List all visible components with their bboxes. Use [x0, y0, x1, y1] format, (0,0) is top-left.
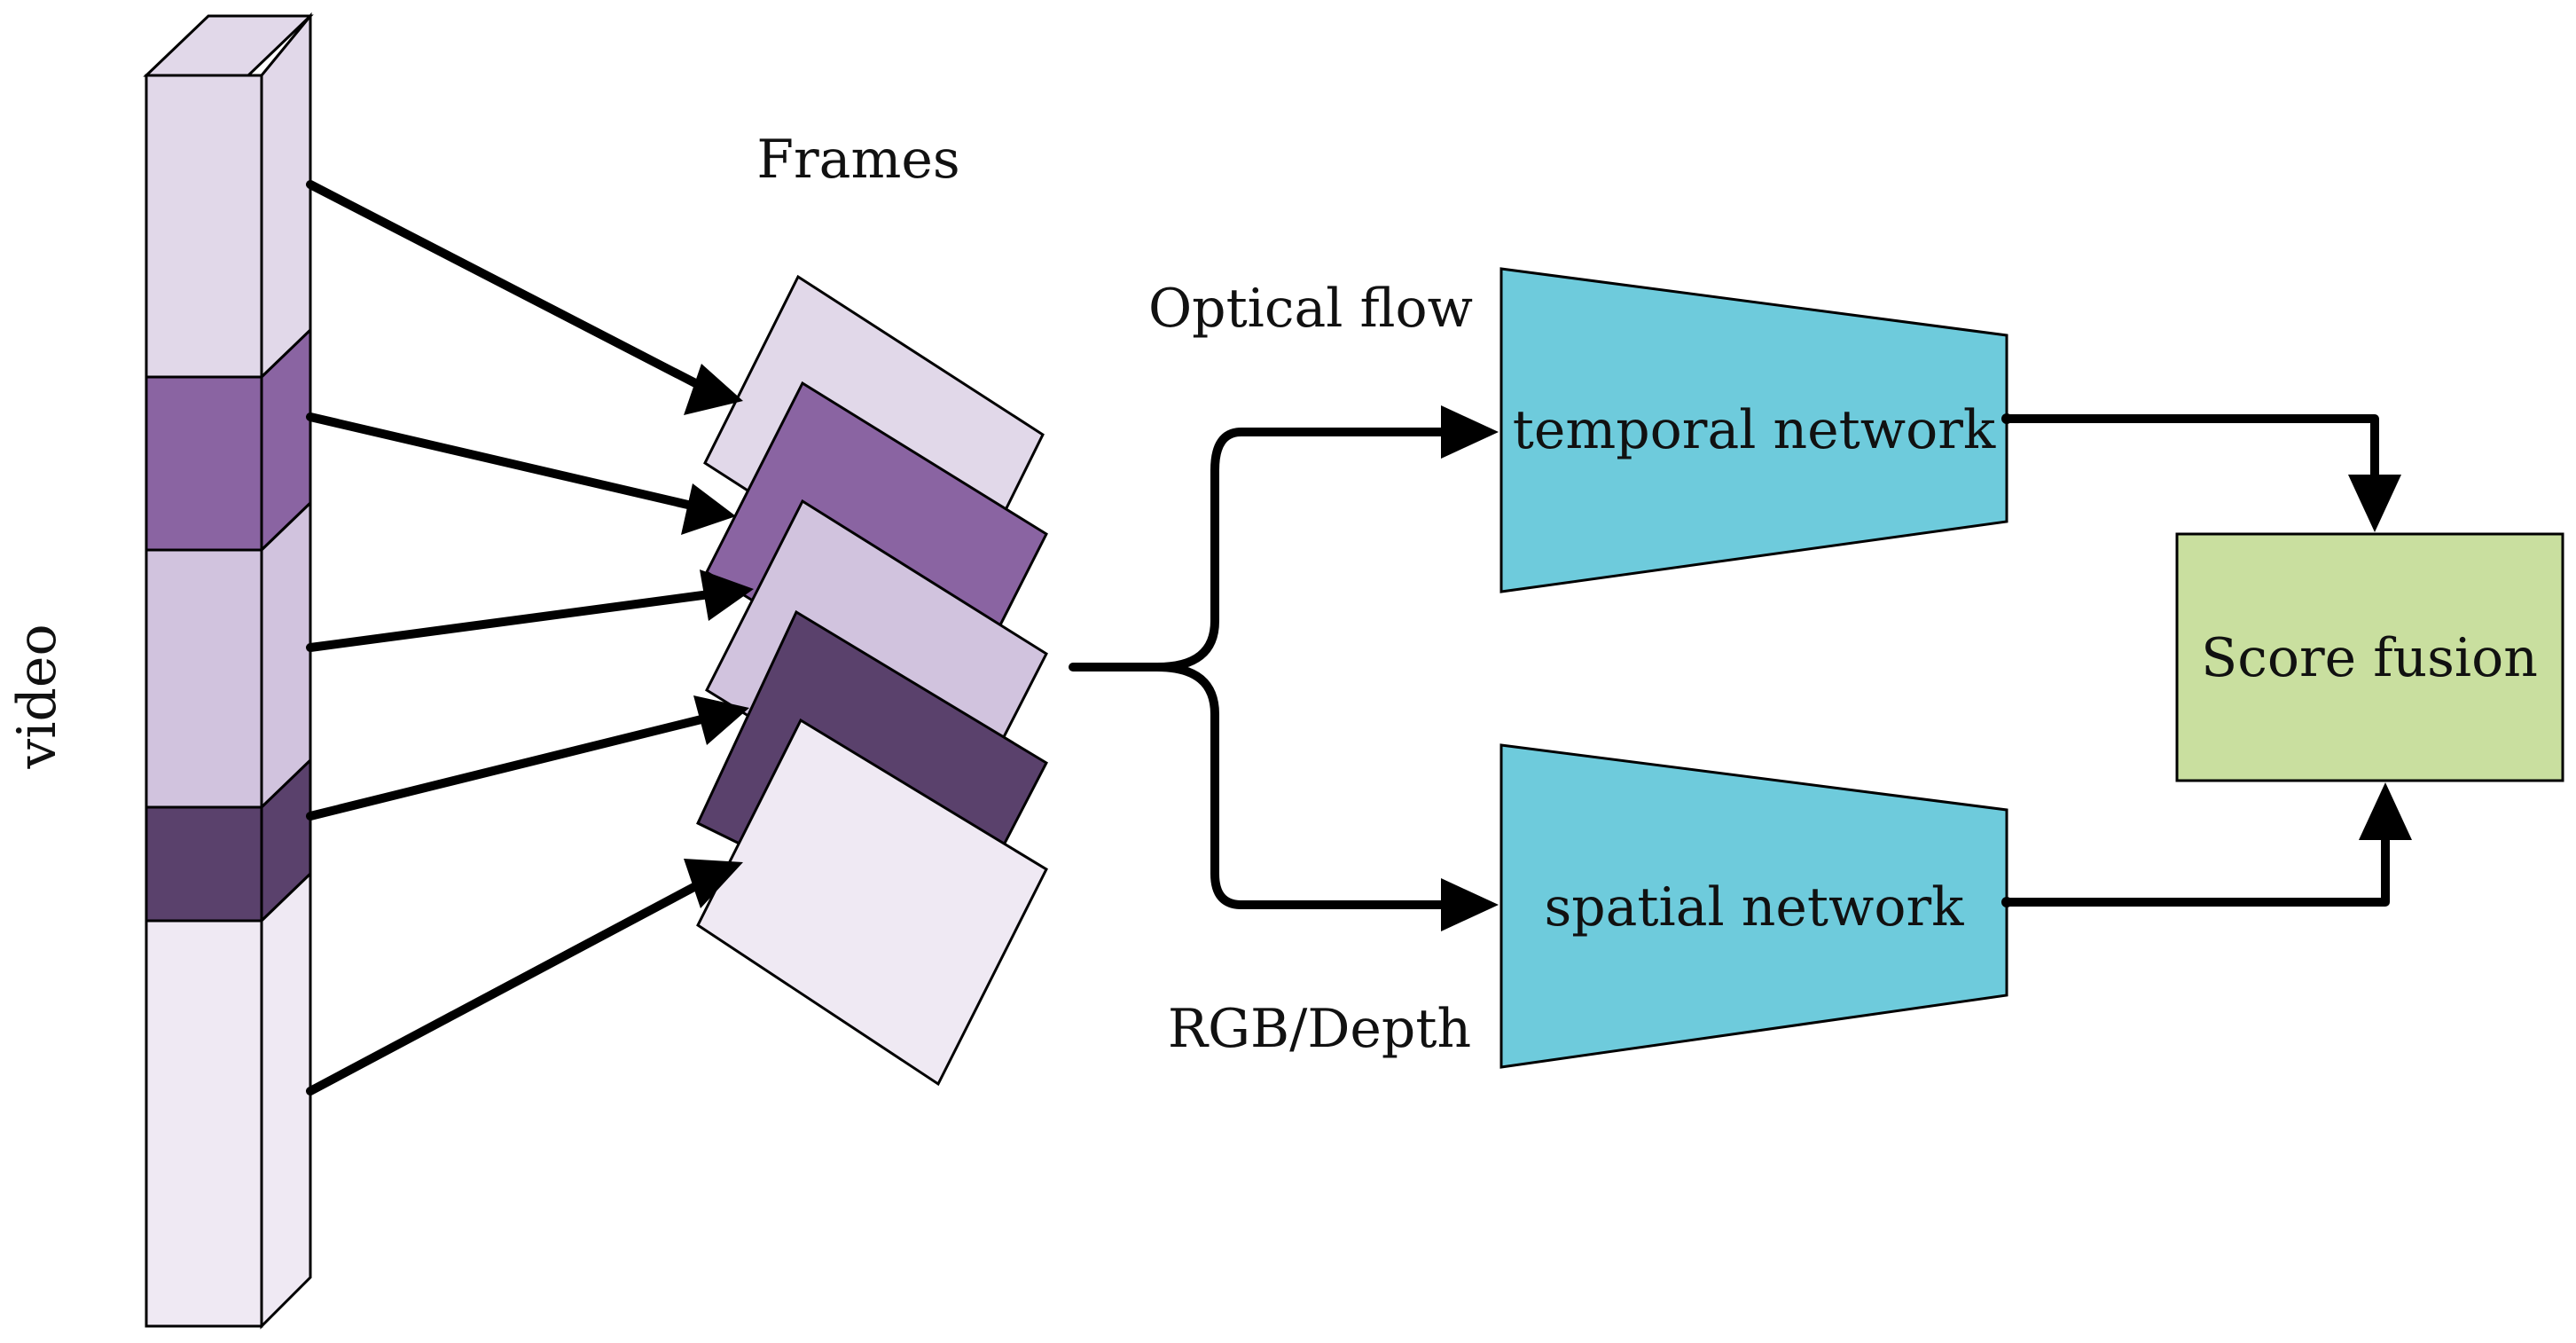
arrow-frame-1 — [306, 180, 705, 390]
video-segment-1 — [145, 74, 263, 379]
score-fusion-box — [2175, 532, 2564, 782]
video-segment-3 — [145, 548, 263, 809]
spatial-to-fusion — [2002, 834, 2390, 907]
arrow-frame-4 — [306, 714, 709, 821]
score-fusion-label: Score fusion — [2201, 627, 2538, 689]
video-segment-5 — [145, 919, 263, 1328]
spatial-network-shape — [1499, 743, 2008, 1069]
arrowhead-frame-5 — [684, 859, 743, 908]
video-side-3 — [260, 499, 312, 811]
rgb-depth-label: RGB/Depth — [1168, 998, 1471, 1060]
arrowhead-spatial — [1441, 878, 1499, 931]
arrow-frame-3 — [306, 590, 714, 652]
video-side-5 — [260, 870, 312, 1330]
video-column — [143, 12, 314, 1330]
temporal-network-shape — [1499, 267, 2008, 593]
spatial-network-block: spatial network — [1499, 743, 2008, 1069]
arrow-frame-2 — [306, 412, 696, 510]
brace-path — [1069, 428, 1459, 672]
frames-label: Frames — [756, 129, 959, 191]
video-label: video — [6, 624, 68, 769]
score-fusion-block: Score fusion — [2175, 532, 2564, 782]
temporal-to-fusion — [2002, 414, 2379, 483]
brace-path-lower — [1153, 663, 1459, 909]
temporal-network-label: temporal network — [1513, 399, 1996, 461]
arrow-frame-5 — [306, 878, 707, 1096]
arrowhead-frame-1 — [684, 364, 743, 415]
fusion-connectors — [2001, 413, 2412, 907]
arrowhead-frame-3 — [700, 569, 754, 621]
video-segment-4 — [145, 805, 263, 923]
arrowhead-temporal — [1441, 405, 1499, 459]
stream-split-brace — [1069, 405, 1499, 931]
video-segment-2 — [145, 375, 263, 552]
video-side-1 — [260, 12, 312, 381]
arrowhead-fusion-top — [2348, 475, 2401, 532]
temporal-network-block: temporal network — [1499, 267, 2008, 593]
arrowhead-frame-2 — [681, 483, 736, 535]
optical-flow-label: Optical flow — [1148, 278, 1473, 340]
arrowhead-fusion-bottom — [2359, 782, 2412, 840]
video-to-frames-arrows — [306, 180, 754, 1096]
spatial-network-label: spatial network — [1544, 876, 1964, 939]
frame-stack — [696, 274, 1048, 1087]
arrowhead-frame-4 — [693, 695, 749, 745]
frame-5 — [696, 718, 1048, 1087]
